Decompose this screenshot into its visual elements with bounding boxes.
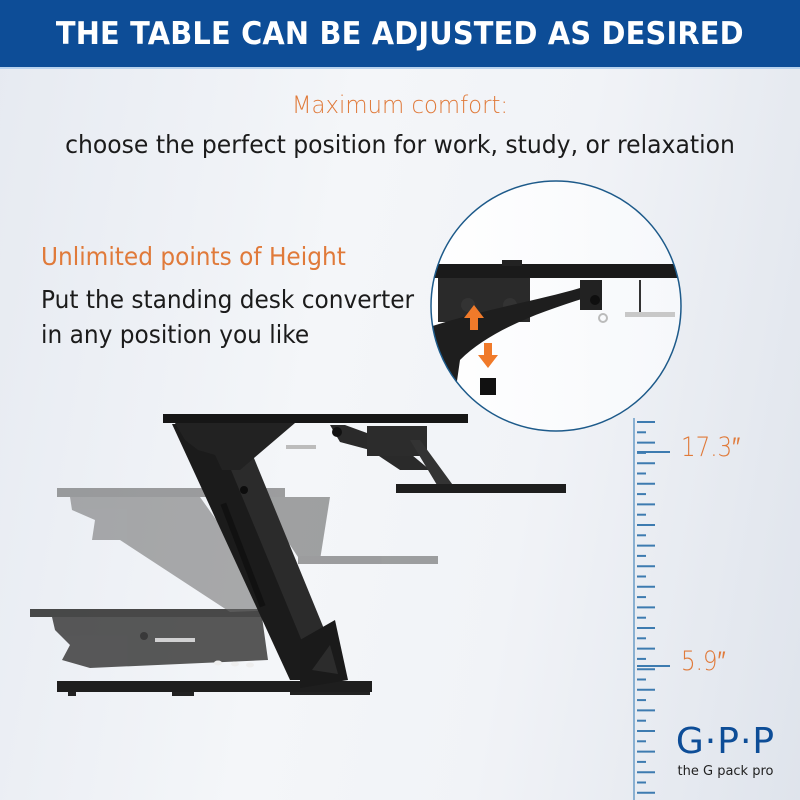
feature-body: Put the standing desk converter in any p… [41,282,414,352]
height-ruler [633,418,670,800]
desk-raised-position [163,414,566,493]
max-height-label: 17.3″ [681,432,741,463]
desk-frame [172,424,348,688]
page-title: THE TABLE CAN BE ADJUSTED AS DESIRED [56,15,744,52]
desk-lowered-position [30,609,268,668]
logo-mark: G·P·P [675,721,776,762]
feature-title: Unlimited points of Height [41,242,346,271]
arrow-up-icon [464,305,484,330]
arrow-down-icon [478,343,498,368]
intro-main-text: choose the perfect position for work, st… [65,130,735,159]
detail-inset [430,180,682,432]
brand-logo: G·P·P the G pack pro [668,721,783,780]
desk-base [57,681,372,692]
feature-body-line: in any position you like [41,320,310,349]
logo-tagline: the G pack pro [677,764,774,779]
feature-body-line: Put the standing desk converter [41,285,415,314]
min-height-label: 5.9″ [681,646,726,677]
intro-accent-text: Maximum comfort: [291,91,509,119]
header-banner: THE TABLE CAN BE ADJUSTED AS DESIRED [0,0,800,69]
